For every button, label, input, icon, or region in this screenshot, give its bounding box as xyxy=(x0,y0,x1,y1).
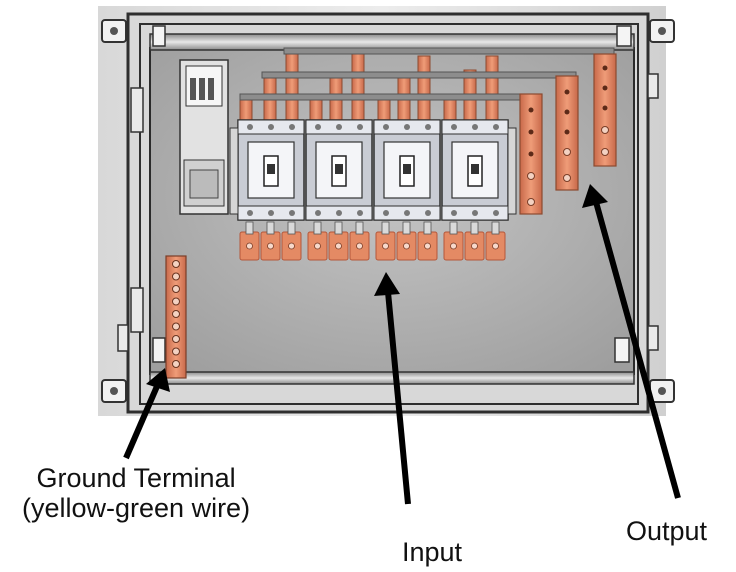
input-lug xyxy=(328,221,349,261)
output-label: Output xyxy=(626,516,708,546)
hinge-left xyxy=(117,87,144,352)
input-lugs xyxy=(239,221,506,261)
input-lug xyxy=(260,221,281,261)
corner-clips xyxy=(152,25,632,363)
annotation-arrows xyxy=(123,201,681,505)
bottom-rail xyxy=(149,371,635,385)
input-lug xyxy=(375,221,396,261)
circuit-breaker xyxy=(373,119,441,221)
ground-terminal-label-line2: (yellow-green wire) xyxy=(22,493,251,524)
ground-arrow xyxy=(123,382,161,460)
ground-terminal-strip xyxy=(165,255,187,379)
output-arrow xyxy=(593,201,681,499)
breaker-group xyxy=(229,119,517,221)
ground-terminal-label-line1: Ground Terminal xyxy=(36,463,236,493)
circuit-breaker xyxy=(441,119,509,221)
input-lug xyxy=(396,221,417,261)
input-lug xyxy=(485,221,506,261)
input-lug xyxy=(349,221,370,261)
circuit-breaker xyxy=(237,119,305,221)
input-lug xyxy=(307,221,328,261)
input-arrow xyxy=(385,291,411,505)
input-lug xyxy=(464,221,485,261)
input-label: Input xyxy=(402,537,463,567)
input-lug xyxy=(443,221,464,261)
input-lug xyxy=(239,221,260,261)
control-module xyxy=(179,59,229,215)
top-busbars xyxy=(239,51,499,121)
ground-terminal-label: Ground Terminal (yellow-green wire) xyxy=(22,463,250,523)
input-lug xyxy=(417,221,438,261)
input-lug xyxy=(281,221,302,261)
circuit-breaker xyxy=(305,119,373,221)
